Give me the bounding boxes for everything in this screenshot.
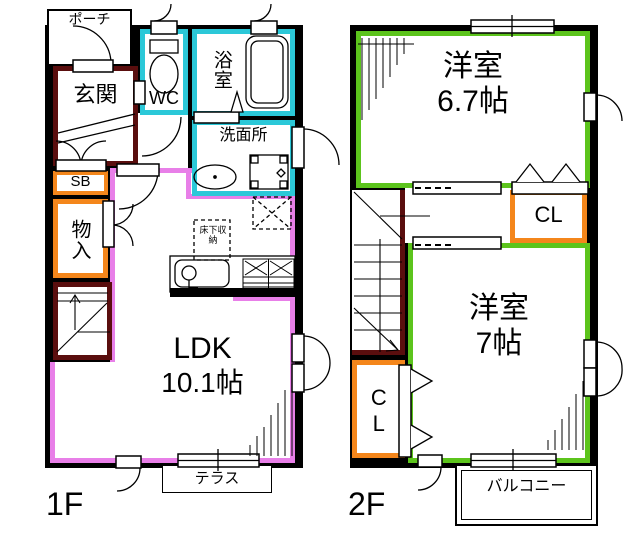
hallway-2f xyxy=(405,188,512,243)
window-arc-icons-2f xyxy=(595,94,623,397)
underfloor-storage-label: 床下収納 xyxy=(199,225,227,245)
ldk-wall-strip-h xyxy=(186,194,295,199)
balcony-door-arc-icon xyxy=(417,466,442,491)
ldk-room xyxy=(110,168,295,463)
shoe-box xyxy=(53,171,108,195)
closet-upper-label: CL xyxy=(534,202,563,227)
terrace-label: テラス xyxy=(194,470,240,487)
ldk-wall-strip-v xyxy=(186,170,191,196)
porch-label: ポーチ xyxy=(68,11,111,27)
floor2-label: 2F xyxy=(348,486,386,522)
bedroom-67-name: 洋室 xyxy=(443,50,503,83)
bedroom-7 xyxy=(408,243,590,463)
balcony-inner-line xyxy=(461,470,592,520)
entrance-room xyxy=(53,66,138,166)
ldk-back-door-arc-icon xyxy=(116,467,141,492)
wc-label: WC xyxy=(149,88,179,108)
hallway-1f xyxy=(138,113,188,170)
ldk-room-extension xyxy=(50,362,115,463)
bedroom-67-size: 6.7帖 xyxy=(437,84,509,118)
ldk-name: LDK xyxy=(173,332,232,365)
bedroom-7-name: 洋室 xyxy=(469,292,529,325)
balcony-label: バルコニー xyxy=(486,478,567,495)
terrace-area xyxy=(162,465,272,493)
storage-label: 物入 xyxy=(68,219,90,261)
ldk-size: 10.1帖 xyxy=(161,366,244,398)
washroom-label: 洗面所 xyxy=(219,127,268,144)
entrance-label: 玄関 xyxy=(73,82,118,107)
shoe-box-label: SB xyxy=(70,173,91,190)
bedroom-67-label: 洋室 6.7帖 xyxy=(388,50,558,119)
bedroom-67 xyxy=(356,31,590,188)
bedroom-7-label: 洋室 7帖 xyxy=(414,292,584,361)
staircase-2f xyxy=(352,190,405,355)
balcony-area xyxy=(455,464,598,526)
staircase-1f xyxy=(53,282,112,360)
bedroom-7-size: 7帖 xyxy=(475,326,523,360)
closet-lower-label: CL xyxy=(366,385,392,437)
bath-label: 浴室 xyxy=(210,50,232,90)
floor1-label: 1F xyxy=(46,486,84,522)
bath-room xyxy=(192,29,295,116)
ldk-label: LDK 10.1帖 xyxy=(115,332,290,399)
closet-upper xyxy=(510,190,587,243)
